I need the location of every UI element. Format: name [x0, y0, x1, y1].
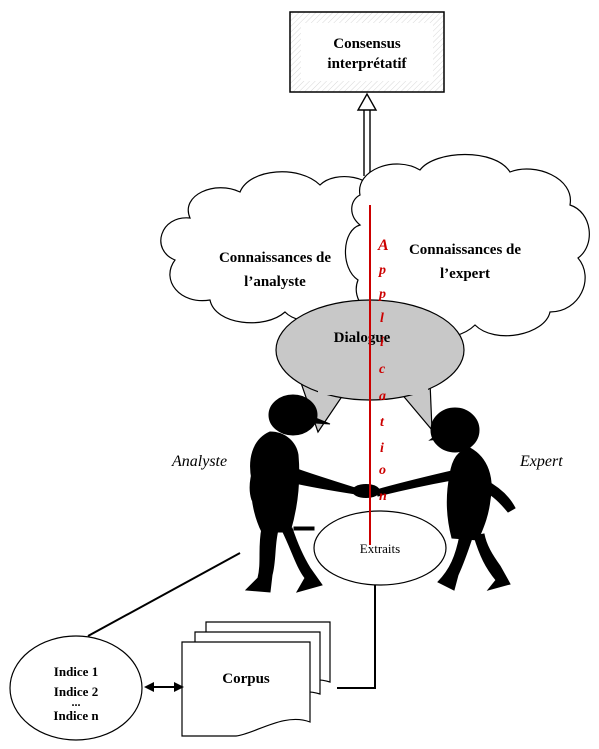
expert-label: Expert — [519, 453, 563, 470]
corpus-documents: Corpus — [181, 621, 331, 737]
handshake — [352, 484, 380, 498]
application-letter: c — [379, 362, 386, 377]
application-letter: i — [380, 335, 384, 350]
connector-extraits-corpus — [337, 585, 376, 689]
analyst-label: Analyste — [171, 453, 227, 470]
indices-ellipse: Indice 1 Indice 2 ... Indice n — [9, 635, 143, 741]
extraits-ellipse — [313, 510, 447, 586]
application-letter: i — [380, 441, 384, 456]
consensus-box: Consensus interprétatif — [289, 11, 445, 93]
application-letter: o — [379, 463, 386, 478]
indice-1: Indice 1 — [54, 664, 98, 679]
corpus-label: Corpus — [222, 671, 270, 687]
analyst-figure — [244, 394, 357, 593]
double-arrow-up — [356, 92, 378, 176]
application-letter: p — [378, 287, 386, 302]
dialogue-label: Dialogue — [334, 330, 391, 346]
consensus-line1: Consensus — [333, 36, 401, 52]
expert-figure — [375, 407, 516, 591]
consensus-line2: interprétatif — [327, 56, 407, 72]
connector-analyst-indices — [87, 552, 241, 637]
application-letter: n — [379, 489, 387, 504]
cloud-expert-line2: l’expert — [440, 266, 490, 282]
application-letter: a — [379, 389, 386, 404]
application-letter: p — [378, 263, 386, 278]
cloud-analyst-line2: l’analyste — [244, 274, 306, 290]
indice-dots: ... — [72, 695, 81, 709]
double-arrow-indices-corpus — [144, 682, 184, 692]
application-letter: t — [380, 415, 385, 430]
cloud-expert-line1: Connaissances de — [409, 242, 521, 258]
indice-n: Indice n — [53, 708, 99, 723]
cloud-analyst-line1: Connaissances de — [219, 250, 331, 266]
extraits-label: Extraits — [360, 541, 400, 556]
application-letter: l — [380, 311, 384, 326]
indice-2: Indice 2 — [54, 684, 98, 699]
cloud-expert — [344, 154, 590, 339]
application-letter: A — [377, 237, 389, 254]
application-label: A p p l i c a t i o n — [377, 237, 389, 504]
